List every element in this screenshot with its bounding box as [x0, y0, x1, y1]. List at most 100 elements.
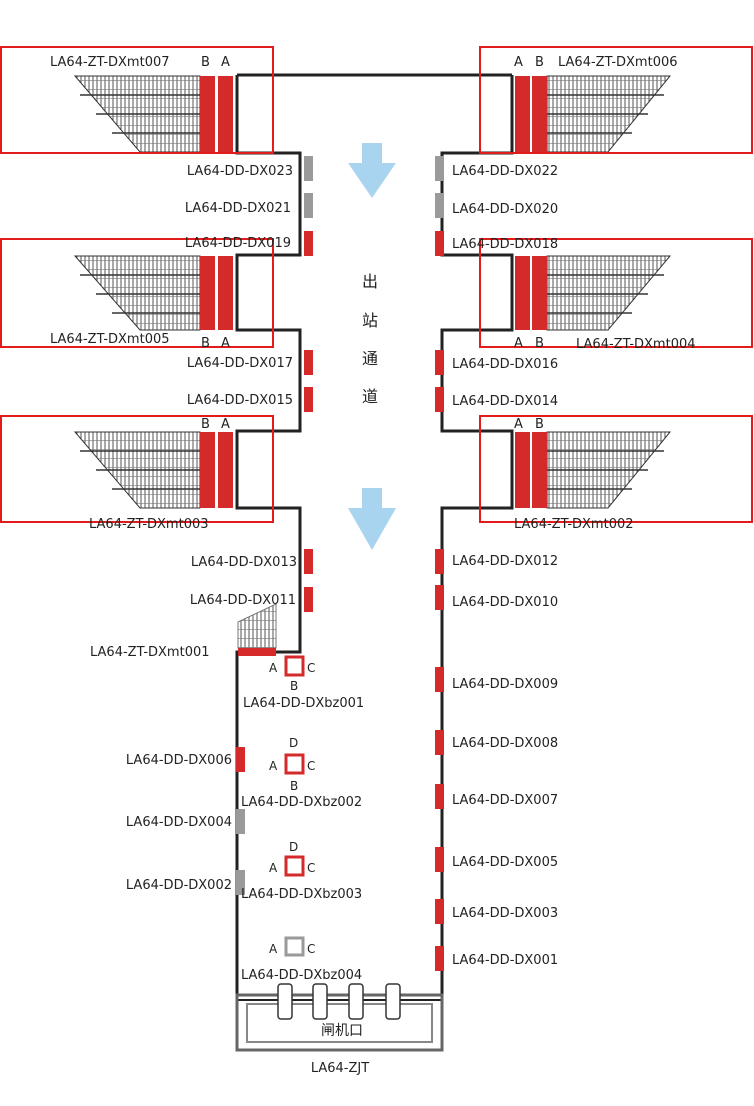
column-label: LA64-DD-DXbz003 — [241, 887, 362, 902]
escalator-letter-a: A — [514, 336, 523, 351]
gate-machine-1 — [277, 983, 293, 1020]
column-letter-a: A — [269, 661, 278, 675]
device-marker-dx003[interactable] — [435, 899, 444, 924]
escalator-unit-a[interactable] — [218, 256, 233, 330]
highlight-box — [0, 238, 274, 348]
column-letter-c: C — [307, 942, 315, 956]
device-marker-dx017[interactable] — [304, 350, 313, 375]
device-label: LA64-DD-DX022 — [452, 164, 558, 179]
device-label: LA64-DD-DX015 — [187, 393, 293, 408]
escalator-unit-b[interactable] — [532, 76, 547, 152]
column-marker[interactable] — [284, 855, 305, 877]
device-marker-dx013[interactable] — [304, 549, 313, 574]
device-label: LA64-DD-DX006 — [126, 753, 232, 768]
escalator-unit-b[interactable] — [532, 256, 547, 330]
zjt-label: LA64-ZJT — [311, 1061, 369, 1076]
escalator-letter-b: B — [201, 336, 210, 351]
escalator-unit-a[interactable] — [515, 76, 530, 152]
device-marker-dx015[interactable] — [304, 387, 313, 412]
device-marker-dx004[interactable] — [236, 809, 245, 834]
column-letter-b: B — [290, 679, 298, 693]
escalator-bank-mt006[interactable]: A B LA64-ZT-DXmt006 — [479, 46, 753, 154]
highlight-box — [479, 415, 753, 523]
escalator-bank-mt003[interactable]: LA64-ZT-DXmt003 B A — [0, 415, 274, 532]
escalator-bank-mt002[interactable]: A B LA64-ZT-DXmt002 — [479, 415, 753, 532]
column-marker[interactable] — [284, 753, 305, 775]
escalator-unit-a[interactable] — [218, 76, 233, 152]
escalator-unit-b[interactable] — [200, 432, 215, 508]
escalator-unit-a[interactable] — [218, 432, 233, 508]
column-letter-b: B — [290, 779, 298, 793]
device-marker-dx023[interactable] — [304, 156, 313, 181]
device-marker-dx011[interactable] — [304, 587, 313, 612]
ticket-gate-area: 闸机口 LA64-ZJT — [235, 983, 444, 1076]
device-label: LA64-DD-DX017 — [187, 356, 293, 371]
device-labels-right: LA64-DD-DX022 LA64-DD-DX020 LA64-DD-DX01… — [452, 164, 558, 968]
column-bz004[interactable]: A C LA64-DD-DXbz004 — [241, 936, 362, 983]
gate-label: 闸机口 — [321, 1023, 363, 1039]
device-label: LA64-DD-DX008 — [452, 736, 558, 751]
escalator-mt001[interactable]: LA64-ZT-DXmt001 — [90, 603, 277, 660]
escalator-label: LA64-ZT-DXmt002 — [514, 517, 634, 532]
passage-char: 出 — [362, 272, 378, 291]
arrow-down-icon — [348, 143, 396, 198]
escalator-unit-a[interactable] — [515, 432, 530, 508]
passage-char: 站 — [362, 311, 378, 330]
escalator-unit-b[interactable] — [200, 256, 215, 330]
highlight-box — [479, 46, 753, 154]
escalator-unit-b[interactable] — [200, 76, 215, 152]
flow-arrows — [348, 143, 396, 550]
device-marker-dx014[interactable] — [435, 387, 444, 412]
column-letter-d: D — [289, 736, 298, 750]
device-label: LA64-DD-DX012 — [452, 554, 558, 569]
device-marker-dx020[interactable] — [435, 193, 444, 218]
device-marker-dx006[interactable] — [236, 747, 245, 772]
device-marker-dx005[interactable] — [435, 847, 444, 872]
escalator-letter-b: B — [201, 55, 210, 70]
device-label: LA64-DD-DX018 — [452, 237, 558, 252]
device-marker-dx022[interactable] — [435, 156, 444, 181]
escalator-label: LA64-ZT-DXmt001 — [90, 645, 210, 660]
column-bz001[interactable]: A C B LA64-DD-DXbz001 — [243, 655, 364, 711]
device-label: LA64-DD-DX007 — [452, 793, 558, 808]
column-letter-c: C — [307, 861, 315, 875]
device-marker-dx016[interactable] — [435, 350, 444, 375]
escalator-steps — [73, 255, 201, 331]
device-marker-dx019[interactable] — [304, 231, 313, 256]
device-marker-dx010[interactable] — [435, 585, 444, 610]
column-marker[interactable] — [284, 655, 305, 677]
passage-char: 通 — [362, 349, 378, 368]
device-marker-dx012[interactable] — [435, 549, 444, 574]
column-bz002[interactable]: D A C B LA64-DD-DXbz002 — [241, 736, 362, 810]
device-marker-dx018[interactable] — [435, 231, 444, 256]
device-marker-dx002[interactable] — [236, 870, 245, 895]
device-marker-dx021[interactable] — [304, 193, 313, 218]
escalator-steps — [237, 603, 277, 649]
column-bz003[interactable]: D A C LA64-DD-DXbz003 — [241, 840, 362, 902]
escalator-unit-a[interactable] — [515, 256, 530, 330]
escalator-letter-a: A — [221, 55, 230, 70]
device-label: LA64-DD-DX013 — [191, 555, 297, 570]
wall-left — [235, 75, 302, 1000]
escalator-label: LA64-ZT-DXmt005 — [50, 332, 170, 347]
device-marker-dx009[interactable] — [435, 667, 444, 692]
passage-char: 道 — [362, 387, 378, 406]
highlight-box — [0, 46, 274, 154]
device-labels-left: LA64-DD-DX023 LA64-DD-DX021 LA64-DD-DX01… — [126, 164, 297, 893]
device-marker-dx008[interactable] — [435, 730, 444, 755]
device-marker-dx007[interactable] — [435, 784, 444, 809]
escalator-unit[interactable] — [238, 648, 276, 656]
device-label: LA64-DD-DX004 — [126, 815, 232, 830]
escalator-bank-mt005[interactable]: LA64-ZT-DXmt005 B A — [0, 238, 274, 351]
device-marker-dx001[interactable] — [435, 946, 444, 971]
escalator-label: LA64-ZT-DXmt004 — [576, 337, 696, 352]
escalator-bank-mt004[interactable]: A B LA64-ZT-DXmt004 — [479, 238, 753, 352]
walls — [235, 73, 514, 1001]
escalator-bank-mt007[interactable]: LA64-ZT-DXmt007 B A — [0, 46, 274, 154]
escalator-letter-a: A — [221, 417, 230, 432]
device-label: LA64-DD-DX023 — [187, 164, 293, 179]
column-letter-a: A — [269, 861, 278, 875]
device-label: LA64-DD-DX010 — [452, 595, 558, 610]
escalator-unit-b[interactable] — [532, 432, 547, 508]
column-marker[interactable] — [284, 936, 305, 957]
